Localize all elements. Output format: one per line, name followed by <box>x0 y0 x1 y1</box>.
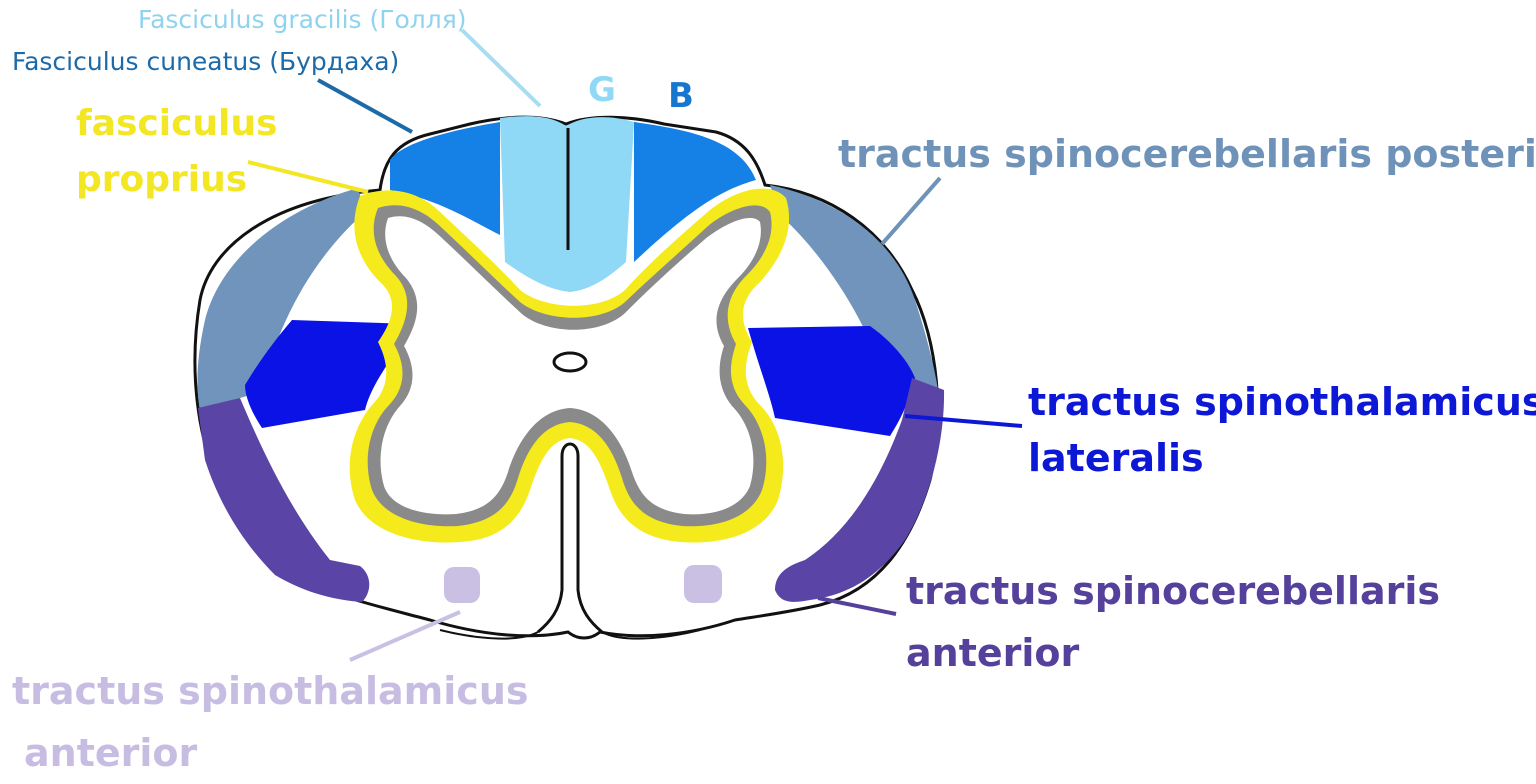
proprius-leader-line <box>247 160 369 194</box>
spinocerebellaris-anterior-left-region <box>198 398 370 602</box>
spinocerebellaris-anterior-label-line1: tractus spinocerebellaris <box>906 569 1441 613</box>
spinocerebellaris-posterior-label: tractus spinocerebellaris posterior <box>838 132 1536 176</box>
spinocerebellaris-posterior-leader-line <box>880 176 942 246</box>
fasciculus-cuneatus-right-region <box>634 122 756 262</box>
fasciculus-gracilis-label: Fasciculus gracilis (Голля) <box>138 5 467 34</box>
spinothalamicus-lateralis-label: tractus spinothalamicus lateralis <box>1028 374 1536 486</box>
cuneatus-letter-label: B <box>668 76 694 116</box>
fasciculus-cuneatus-label: Fasciculus cuneatus (Бурдаха) <box>12 47 400 76</box>
spinothalamicus-anterior-label-line2: anterior <box>24 731 198 775</box>
spinocerebellaris-anterior-label: tractus spinocerebellaris anterior <box>906 560 1440 684</box>
central-canal <box>552 351 588 373</box>
spinothalamicus-anterior-label: tractus spinothalamicus anterior <box>12 660 529 784</box>
anterior-median-fissure <box>537 442 603 634</box>
spinothalamicus-lateralis-label-line1: tractus spinothalamicus <box>1028 380 1536 424</box>
spinothalamicus-anterior-label-line1: tractus spinothalamicus <box>12 669 529 713</box>
spinothalamicus-anterior-left-region <box>444 567 480 603</box>
spinothalamicus-lateralis-label-line2: lateralis <box>1028 436 1204 480</box>
spinothalamicus-lateralis-leader-line <box>904 414 1023 428</box>
spinothalamicus-anterior-leader-line <box>349 610 461 662</box>
gracilis-leader-line <box>460 28 542 108</box>
spinocerebellaris-anterior-label-line2: anterior <box>906 631 1080 675</box>
gracilis-letter-label: G <box>588 70 616 110</box>
cuneatus-leader-line <box>317 78 413 134</box>
spinocerebellaris-anterior-right-region <box>775 378 945 602</box>
spinocerebellaris-anterior-leader-line <box>817 596 897 616</box>
fasciculus-proprius-label-line1: fasciculus <box>76 103 278 144</box>
spinocerebellaris-posterior-right-region <box>770 185 938 390</box>
fasciculus-cuneatus-left-region <box>390 122 500 235</box>
spinothalamicus-lateralis-right-region <box>748 326 915 436</box>
fasciculus-proprius-label: fasciculus proprius <box>76 96 277 208</box>
fasciculus-proprius-label-line2: proprius <box>76 159 248 200</box>
spinothalamicus-anterior-right-region <box>684 565 722 603</box>
spinothalamicus-lateralis-left-region <box>245 320 412 428</box>
anterior-median-fissure-outer <box>439 629 701 640</box>
spinocerebellaris-posterior-left-region <box>197 188 365 410</box>
